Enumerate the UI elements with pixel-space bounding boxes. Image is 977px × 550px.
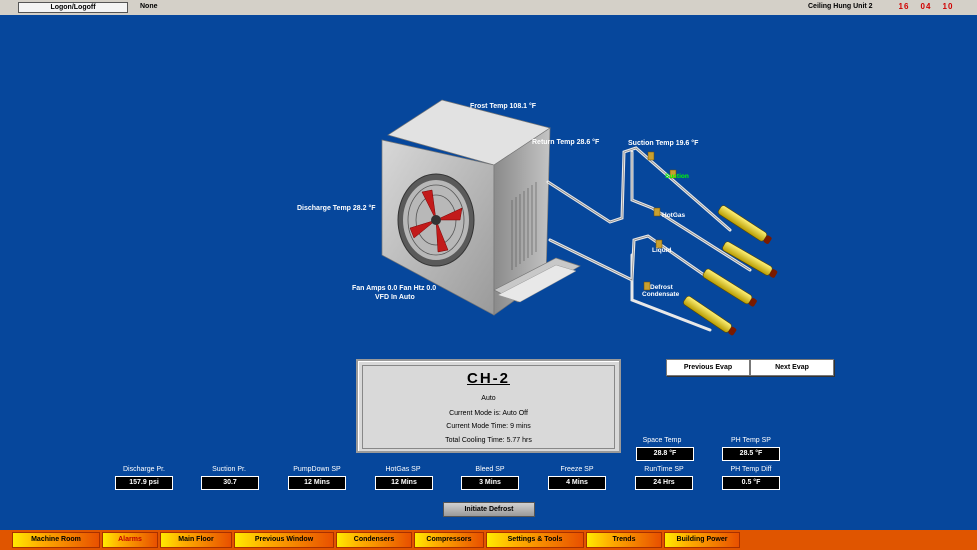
tab-previous-window[interactable]: Previous Window (234, 532, 334, 548)
fan-icon (397, 173, 475, 267)
suction-pressure-label: Suction Pr. (212, 466, 246, 473)
ph-temp-sp-label: PH Temp SP (731, 437, 771, 444)
cooling-time-label: Total Cooling Time: (445, 437, 505, 444)
clock-hours: 16 (898, 2, 910, 11)
pumpdown-sp-value[interactable]: 12 Mins (288, 476, 346, 490)
space-temp-label: Space Temp (642, 437, 682, 444)
tab-trends[interactable]: Trends (586, 532, 662, 548)
logon-logoff-button[interactable]: Logon/Logoff (18, 2, 128, 13)
discharge-pressure-value: 157.9 psi (115, 476, 173, 490)
tab-building-power[interactable]: Building Power (664, 532, 740, 548)
fan-status-label: Fan Amps 0.0 Fan Htz 0.0 (352, 285, 437, 292)
initiate-defrost-button[interactable]: Initiate Defrost (443, 502, 535, 517)
valve-icons (643, 151, 677, 291)
suction-temp-label: Suction Temp 19.6 °F (628, 140, 699, 147)
runtime-sp-value[interactable]: 24 Hrs (635, 476, 693, 490)
suction-valve-label: Suction (665, 173, 689, 180)
cooling-time-unit: hrs (522, 437, 532, 444)
tab-compressors[interactable]: Compressors (414, 532, 484, 548)
sensor-cylinders (683, 205, 778, 336)
runtime-sp-label: RunTime SP (644, 466, 684, 473)
tab-main-floor[interactable]: Main Floor (160, 532, 232, 548)
hotgas-sp-value[interactable]: 12 Mins (375, 476, 433, 490)
clock: 16 04 10 (893, 2, 959, 11)
tab-alarms[interactable]: Alarms (102, 532, 158, 548)
space-temp-value: 28.8 °F (636, 447, 694, 461)
hotgas-valve-label: HotGas (662, 212, 686, 219)
unit-status-panel: CH-2 Auto Current Mode is: Auto Off Curr… (356, 359, 621, 453)
top-bar: Logon/Logoff None Ceiling Hung Unit 2 16… (0, 0, 977, 15)
clock-seconds: 10 (942, 2, 954, 11)
unit-title: Ceiling Hung Unit 2 (808, 3, 873, 10)
cooling-time-row: Total Cooling Time: 5.77 hrs (363, 437, 614, 444)
mode-text: Auto (481, 395, 496, 402)
hotgas-sp-label: HotGas SP (385, 466, 421, 473)
cooling-time-value: 5.77 (506, 437, 521, 444)
coil-grille (511, 182, 537, 270)
mode-time-value: 9 (510, 423, 514, 430)
current-user: None (140, 3, 158, 10)
return-temp-label: Return Temp 28.6 °F (532, 139, 600, 146)
ph-temp-diff-label: PH Temp Diff (730, 466, 772, 473)
pumpdown-sp-label: PumpDown SP (293, 466, 341, 473)
previous-evap-button[interactable]: Previous Evap (666, 359, 750, 376)
tab-machine-room[interactable]: Machine Room (12, 532, 100, 548)
current-mode-row: Current Mode is: Auto Off (363, 410, 614, 417)
mode-time-label: Current Mode Time: (446, 423, 509, 430)
suction-pipe (546, 146, 732, 232)
defrost-pipe (630, 253, 712, 332)
condensate-valve-label: Condensate (642, 291, 680, 298)
liquid-valve-label: Liquid (652, 247, 672, 254)
freeze-sp-label: Freeze SP (560, 466, 594, 473)
current-mode-value: Auto Off (502, 410, 528, 417)
clock-minutes: 04 (920, 2, 932, 11)
unit-id-title: CH-2 (466, 370, 510, 387)
discharge-temp-label: Discharge Temp 28.2 °F (297, 205, 376, 212)
mode-time-unit: mins (515, 423, 531, 430)
freeze-sp-value[interactable]: 4 Mins (548, 476, 606, 490)
bleed-sp-value[interactable]: 3 Mins (461, 476, 519, 490)
mode-time-row: Current Mode Time: 9 mins (363, 423, 614, 430)
liquid-pipe (548, 234, 722, 288)
bleed-sp-label: Bleed SP (475, 466, 505, 473)
current-mode-label: Current Mode is: (449, 410, 501, 417)
frost-temp-label: Frost Temp 108.1 °F (470, 103, 537, 110)
vfd-status-label: VFD In Auto (375, 294, 415, 301)
suction-pressure-value: 30.7 (201, 476, 259, 490)
discharge-pressure-label: Discharge Pr. (122, 466, 166, 473)
next-evap-button[interactable]: Next Evap (750, 359, 834, 376)
ph-temp-sp-value[interactable]: 28.5 °F (722, 447, 780, 461)
tab-settings-tools[interactable]: Settings & Tools (486, 532, 584, 548)
tab-condensers[interactable]: Condensers (336, 532, 412, 548)
evaporator-diagram (381, 99, 778, 336)
ph-temp-diff-value[interactable]: 0.5 °F (722, 476, 780, 490)
defrost-valve-label: Defrost (650, 284, 673, 291)
